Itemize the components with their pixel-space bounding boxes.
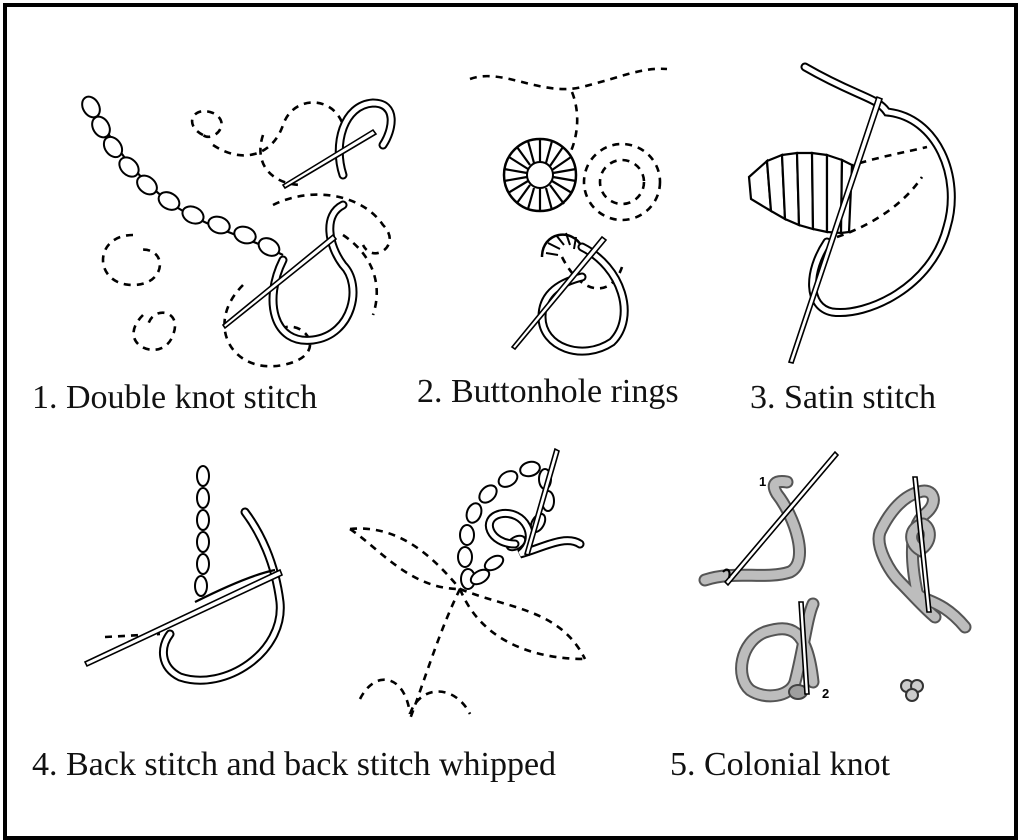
step-number-2: 2 xyxy=(822,686,829,701)
figure-frame: 1. Double knot stitch xyxy=(3,3,1018,840)
double-knot-stitch-illustration xyxy=(73,85,433,375)
colonial-knot-illustration: 1 2 xyxy=(695,442,995,732)
caption-double-knot-stitch: 1. Double knot stitch xyxy=(32,381,317,415)
caption-colonial-knot: 5. Colonial knot xyxy=(670,748,890,782)
back-stitch-whipped-illustration xyxy=(340,439,610,729)
caption-back-stitch: 4. Back stitch and back stitch whipped xyxy=(32,748,556,782)
caption-buttonhole-rings: 2. Buttonhole rings xyxy=(417,375,679,409)
back-stitch-illustration xyxy=(75,462,315,712)
buttonhole-rings-illustration xyxy=(462,57,682,357)
step-number-1: 1 xyxy=(759,474,766,489)
caption-satin-stitch: 3. Satin stitch xyxy=(750,381,936,415)
satin-stitch-illustration xyxy=(737,57,967,367)
